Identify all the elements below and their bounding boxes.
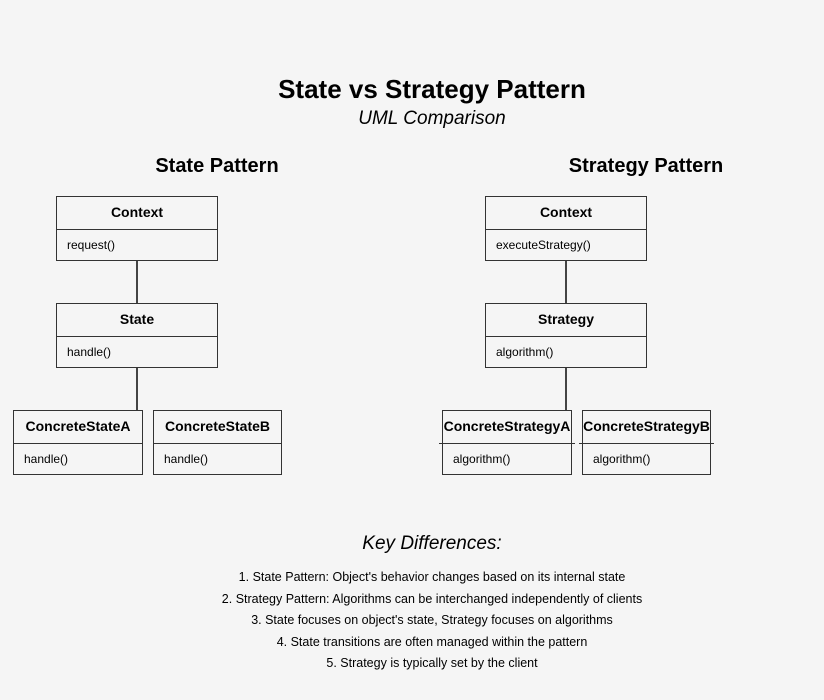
state-pattern-title: State Pattern (155, 155, 279, 177)
strategy-interface-class: Strategy algorithm() (485, 303, 647, 368)
page-subtitle: UML Comparison (358, 108, 506, 129)
class-name: Strategy (486, 304, 646, 337)
class-name: State (57, 304, 217, 337)
state-concrete-connector (136, 368, 138, 411)
class-name: Context (57, 197, 217, 230)
class-method: request() (67, 238, 116, 252)
class-method: algorithm() (496, 345, 554, 359)
strategy-context-connector (565, 261, 567, 304)
strategy-context-class: Context executeStrategy() (485, 196, 647, 261)
list-item: 3. State focuses on object's state, Stra… (251, 613, 613, 627)
class-name: ConcreteStateA (14, 411, 142, 444)
strategy-pattern-title: Strategy Pattern (568, 155, 724, 177)
class-method: handle() (67, 345, 112, 359)
class-method: handle() (164, 452, 209, 466)
state-context-connector (136, 261, 138, 304)
key-differences-list: 1. State Pattern: Object's behavior chan… (0, 567, 824, 675)
state-context-class: Context request() (56, 196, 218, 261)
class-method: algorithm() (453, 452, 511, 466)
list-item: 4. State transitions are often managed w… (276, 634, 588, 649)
list-item: 2. Strategy Pattern: Algorithms can be i… (221, 591, 643, 606)
strategy-concrete-connector (565, 368, 567, 411)
class-method: algorithm() (593, 452, 651, 466)
concrete-state-b-class: ConcreteStateB handle() (153, 410, 282, 475)
page-title: State vs Strategy Pattern (278, 74, 586, 104)
list-item: 5. Strategy is typically set by the clie… (326, 656, 538, 670)
state-interface-class: State handle() (56, 303, 218, 368)
concrete-strategy-a-class: ConcreteStrategyA algorithm() (439, 410, 575, 475)
class-name: ConcreteStrategyA (439, 411, 575, 444)
class-method: executeStrategy() (496, 238, 591, 252)
class-name: ConcreteStateB (154, 411, 281, 444)
class-name: Context (486, 197, 646, 230)
class-method: handle() (24, 452, 69, 466)
concrete-state-a-class: ConcreteStateA handle() (13, 410, 143, 475)
class-name: ConcreteStrategyB (579, 411, 714, 444)
list-item: 1. State Pattern: Object's behavior chan… (238, 570, 626, 584)
concrete-strategy-b-class: ConcreteStrategyB algorithm() (579, 410, 714, 475)
key-differences-title: Key Differences: (362, 533, 502, 554)
